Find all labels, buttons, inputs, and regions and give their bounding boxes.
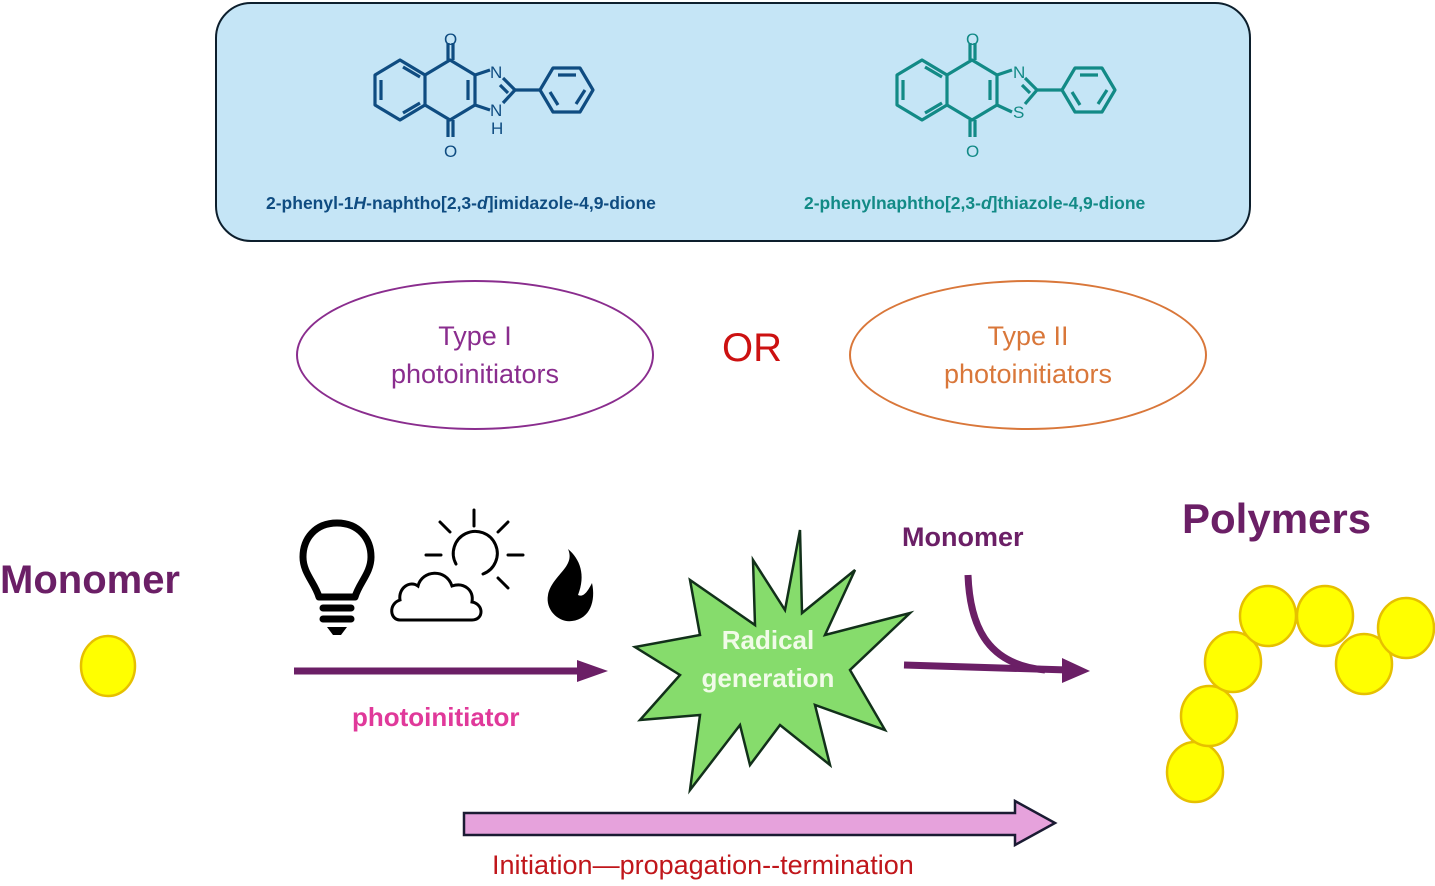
- stage-label: Initiation—propagation--termination: [492, 850, 914, 880]
- or-label: OR: [722, 326, 782, 370]
- polymer-chain: [1165, 584, 1435, 804]
- type-i-ellipse: Type I photoinitiators: [296, 280, 654, 430]
- polymer-bead: [1376, 596, 1435, 660]
- name-part-italic: H: [353, 193, 367, 213]
- name-part: ]thiazole-4,9-dione: [991, 193, 1146, 213]
- polymer-bead: [1165, 740, 1225, 804]
- radical-label-line1: Radical: [722, 625, 815, 655]
- oxygen-top-label: O: [444, 30, 457, 49]
- monomer-addition-label: Monomer: [902, 522, 1024, 552]
- type-ii-sublabel: photoinitiators: [943, 359, 1113, 389]
- name-part: ]imidazole-4,9-dione: [487, 193, 656, 213]
- type-ii-label: Type II: [987, 321, 1069, 351]
- nitrogen-label: N: [490, 63, 502, 82]
- polymers-heading: Polymers: [1182, 495, 1372, 542]
- thiazole-structure: O O N S: [895, 30, 1117, 161]
- flame-icon: [547, 549, 594, 622]
- nitrogen-h-label: N: [490, 101, 502, 120]
- polymer-bead: [1295, 584, 1355, 648]
- photoinitiator-label: photoinitiator: [352, 702, 520, 732]
- name-part: -naphtho[2,3-: [366, 193, 477, 213]
- name-part-italic: d: [980, 193, 992, 213]
- hydrogen-label: H: [491, 119, 503, 138]
- compound-panel: [215, 2, 1251, 242]
- imidazole-compound-name: 2-phenyl-1H-naphtho[2,3-d]imidazole-4,9-…: [266, 193, 656, 214]
- polymer-bead: [1179, 684, 1239, 748]
- light-bulb-icon: [299, 519, 375, 635]
- sun-cloud-icon: [390, 508, 525, 622]
- thiazole-compound-name: 2-phenylnaphtho[2,3-d]thiazole-4,9-dione: [804, 193, 1145, 214]
- oxygen-bottom-label: O: [444, 142, 457, 161]
- radical-starburst: Radical generation: [631, 529, 915, 795]
- name-part: 2-phenyl-1: [266, 193, 354, 213]
- photoinitiator-arrow: [294, 660, 608, 682]
- nitrogen-label: N: [1013, 63, 1025, 82]
- name-part: 2-phenylnaphtho[2,3-: [804, 193, 981, 213]
- oxygen-top-label: O: [966, 30, 979, 49]
- polymer-bead: [1203, 630, 1263, 694]
- sulfur-label: S: [1013, 103, 1024, 122]
- name-part-italic: d: [477, 193, 488, 213]
- monomer-heading: Monomer: [0, 558, 180, 602]
- imidazole-structure: O O N N H: [373, 30, 595, 161]
- type-ii-ellipse: Type II photoinitiators: [849, 280, 1207, 430]
- propagation-arrow: [903, 574, 1090, 683]
- type-i-label: Type I: [438, 321, 512, 351]
- monomer-bead: [79, 634, 137, 698]
- phenyl-ring: [1060, 66, 1117, 114]
- oxygen-bottom-label: O: [966, 142, 979, 161]
- phenyl-ring: [538, 66, 595, 114]
- radical-label-line2: generation: [702, 663, 835, 693]
- stage-arrow: [462, 798, 1058, 848]
- type-i-sublabel: photoinitiators: [390, 359, 560, 389]
- polymer-bead: [1238, 584, 1298, 648]
- polymer-bead: [1334, 632, 1394, 696]
